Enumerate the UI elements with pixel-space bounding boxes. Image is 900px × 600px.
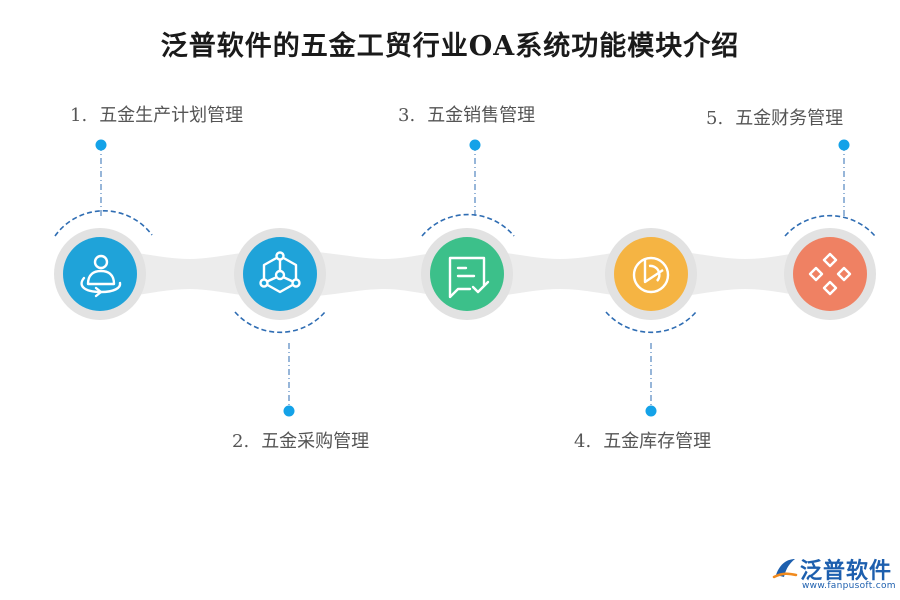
module-node-4 <box>605 228 697 417</box>
module-number: 5. <box>706 108 724 129</box>
module-number: 2. <box>232 431 250 452</box>
module-number: 1. <box>70 105 88 126</box>
person-cycle-icon <box>80 254 122 298</box>
module-label-2: 2. 五金采购管理 <box>232 427 369 453</box>
module-number: 4. <box>574 431 592 452</box>
module-label-5: 5. 五金财务管理 <box>706 104 843 130</box>
module-title: 五金财务管理 <box>735 108 844 129</box>
module-title: 五金销售管理 <box>427 105 536 126</box>
diamond-grid-icon <box>808 252 852 296</box>
brand-logo: 泛普软件 www.fanpusoft.com <box>772 553 896 597</box>
module-title: 五金采购管理 <box>261 431 370 452</box>
module-node-5 <box>784 139 876 320</box>
module-node-3 <box>421 139 515 320</box>
module-label-4: 4. 五金库存管理 <box>574 427 711 453</box>
module-title: 五金生产计划管理 <box>99 105 244 126</box>
module-node-2 <box>234 228 326 417</box>
module-node-1 <box>54 139 153 320</box>
module-label-1: 1. 五金生产计划管理 <box>70 101 243 127</box>
hexagon-network-icon <box>259 251 301 294</box>
module-label-3: 3. 五金销售管理 <box>398 101 535 127</box>
module-title: 五金库存管理 <box>603 431 712 452</box>
logo-mark-icon <box>772 559 798 579</box>
pie-segment-icon <box>632 256 670 294</box>
logo-name: 泛普软件 <box>800 559 893 584</box>
logo-url: www.fanpusoft.com <box>802 581 896 591</box>
chat-check-icon <box>448 256 490 299</box>
module-number: 3. <box>398 105 416 126</box>
page-title: 泛普软件的五金工贸行业OA系统功能模块介绍 <box>160 31 740 62</box>
